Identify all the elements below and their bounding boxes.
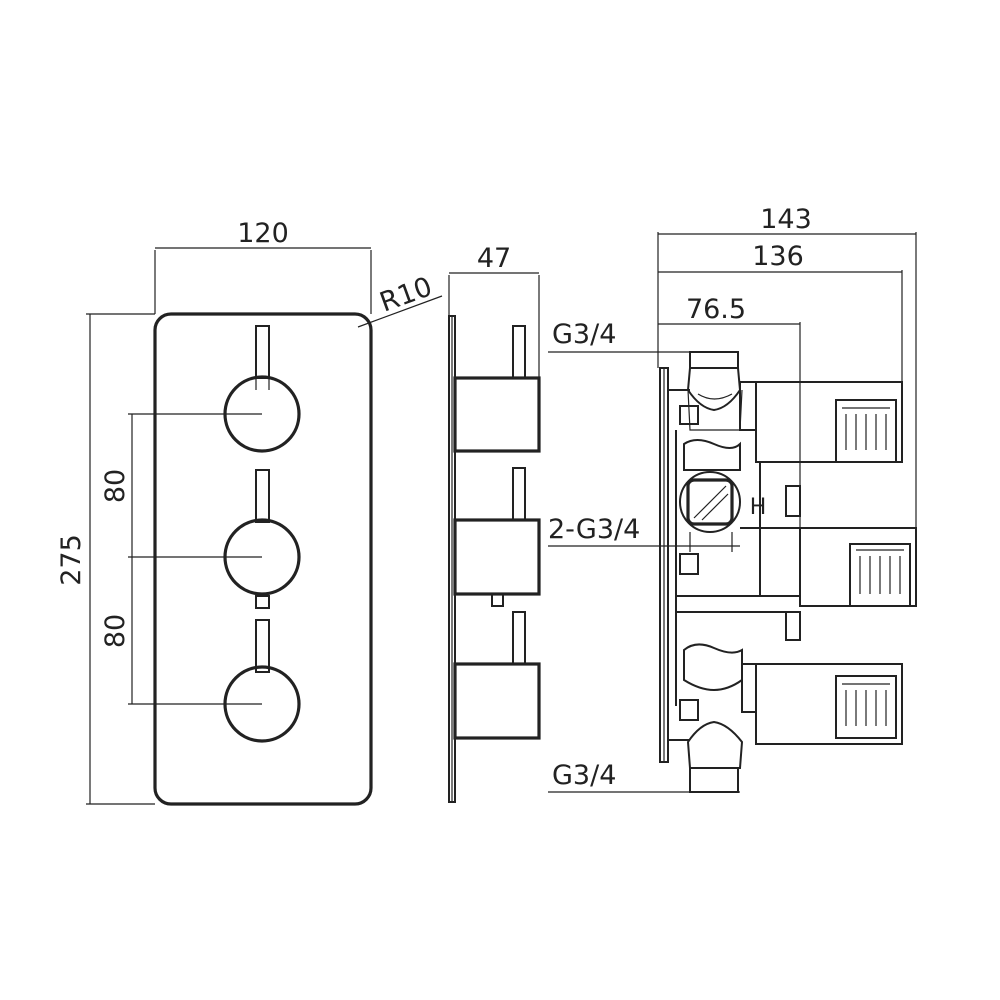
control-handle-bottom [223,619,301,743]
dimension-height-label: 275 [56,534,87,586]
indicator-tab [255,595,270,609]
hot-marker: H [750,495,767,520]
valve-body-view: H [548,204,917,793]
dimension-overall-depth: 143 [657,204,917,606]
callout-top-port-label: G3/4 [552,319,616,350]
dimension-radius-label: R10 [376,271,437,318]
callout-middle-ports: 2-G3/4 [548,514,740,552]
cartridge-lower [741,663,903,745]
side-view: 47 [448,243,541,803]
dimension-body-depth-label: 136 [752,241,804,272]
top-inlet-port [686,351,743,431]
side-knob-bottom [453,611,541,740]
connector-upper-left [679,405,699,425]
dimension-inlet-depth: 76.5 [658,294,801,528]
dimension-depth: 47 [448,243,540,378]
dimension-spacing-upper-label: 80 [100,469,131,503]
lever-top [255,325,270,379]
elbow-lower [683,643,743,692]
connector-middle-left [679,553,699,575]
callout-middle-ports-label: 2-G3/4 [548,514,640,545]
callout-bottom-port: G3/4 [548,760,740,793]
callout-top-port: G3/4 [548,319,690,353]
side-knob-top [453,325,541,453]
dimension-inlet-depth-label: 76.5 [686,294,746,325]
lever-middle [255,469,270,523]
dimension-overall-depth-label: 143 [760,204,812,235]
control-handle-top [223,325,301,453]
dimension-height: 275 [56,313,155,805]
dimension-spacing: 80 80 [100,413,262,705]
side-knob-middle [453,467,541,607]
dimension-spacing-lower-label: 80 [100,614,131,648]
dimension-width: 120 [154,218,372,314]
mounting-plate [659,367,669,763]
valve-body [668,389,800,741]
control-handle-middle [223,469,301,609]
connector-middle-right [785,611,801,641]
faceplate [153,312,373,806]
hot-inlet-fitting: H [679,471,801,533]
elbow-upper [683,439,741,471]
dimension-depth-label: 47 [477,243,511,274]
callout-bottom-port-label: G3/4 [552,760,616,791]
dimension-body-depth: 136 [658,241,903,382]
cartridge-upper [739,381,903,463]
front-view: 120 R10 275 80 80 [56,218,443,806]
connector-lower-left [679,699,699,721]
lever-bottom [255,619,270,673]
faceplate-edge [448,315,456,803]
bottom-inlet-port [686,720,744,793]
cartridge-middle [799,527,917,607]
dimension-width-label: 120 [237,218,289,249]
